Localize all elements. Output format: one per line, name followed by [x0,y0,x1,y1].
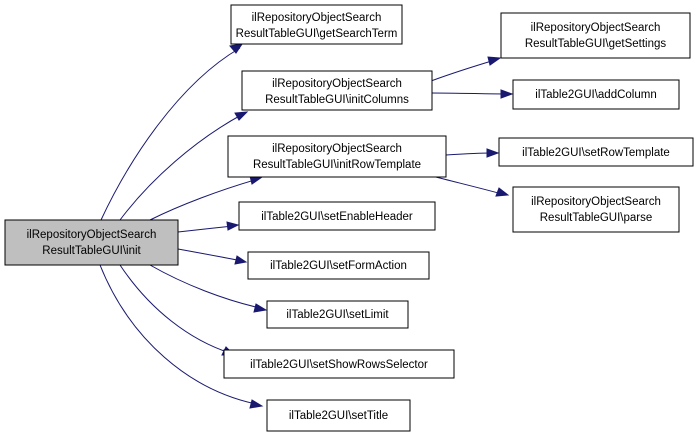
edge-init-row-template-to-set-row-template [445,148,500,158]
node-set-row-template-label: ilTable2GUI\setRowTemplate [522,147,670,159]
node-get-search-term-line1: ilRepositoryObjectSearch [252,12,382,24]
node-get-search-term[interactable]: ilRepositoryObjectSearch ResultTableGUI\… [230,4,403,45]
node-init-row-template[interactable]: ilRepositoryObjectSearch ResultTableGUI\… [227,135,447,178]
edge-init-row-template-to-parse [431,175,510,197]
edge-init-to-set-limit [149,264,268,313]
node-get-settings-line2: ResultTableGUI\getSettings [525,38,667,50]
edge-init-to-set-form-action [177,248,248,265]
edge-init-columns-to-get-settings [430,56,502,82]
node-set-title-label: ilTable2GUI\setTitle [289,410,388,422]
node-init-columns-line1: ilRepositoryObjectSearch [272,78,402,90]
node-parse-line1: ilRepositoryObjectSearch [531,196,661,208]
node-set-title[interactable]: ilTable2GUI\setTitle [266,399,411,432]
node-set-show-rows-selector-label: ilTable2GUI\setShowRowsSelector [250,359,428,371]
node-set-row-template[interactable]: ilTable2GUI\setRowTemplate [498,137,694,167]
node-init-columns[interactable]: ilRepositoryObjectSearch ResultTableGUI\… [241,70,433,111]
node-init-row-template-line2: ResultTableGUI\initRowTemplate [253,159,421,171]
edge-init-to-set-show-rows-selector [119,264,236,356]
node-set-show-rows-selector[interactable]: ilTable2GUI\setShowRowsSelector [223,349,455,379]
node-set-limit[interactable]: ilTable2GUI\setLimit [266,300,409,329]
root-node-box [4,219,179,266]
node-add-column[interactable]: ilTable2GUI\addColumn [512,79,680,110]
edge-init-columns-to-add-column [430,89,514,99]
node-add-column-label: ilTable2GUI\addColumn [535,89,656,101]
node-set-form-action[interactable]: ilTable2GUI\setFormAction [247,251,430,280]
edge-init-to-set-enable-header [177,221,240,233]
node-set-form-action-label: ilTable2GUI\setFormAction [270,260,407,272]
node-set-limit-label: ilTable2GUI\setLimit [286,309,389,321]
node-parse-line2: ResultTableGUI\parse [540,212,653,224]
node-get-settings-line1: ilRepositoryObjectSearch [531,22,661,34]
root-node-line2: ResultTableGUI\init [42,245,141,257]
node-get-search-term-line2: ResultTableGUI\getSearchTerm [236,28,398,40]
edge-init-to-init-row-template [149,175,264,221]
node-set-enable-header[interactable]: ilTable2GUI\setEnableHeader [238,201,436,231]
edge-init-to-init-columns [119,111,249,221]
node-get-settings[interactable]: ilRepositoryObjectSearch ResultTableGUI\… [500,12,691,59]
node-set-enable-header-label: ilTable2GUI\setEnableHeader [261,211,413,223]
node-init-columns-line2: ResultTableGUI\initColumns [265,94,409,106]
node-root-init: ilRepositoryObjectSearch ResultTableGUI\… [4,219,179,266]
node-parse[interactable]: ilRepositoryObjectSearch ResultTableGUI\… [512,186,680,233]
edge-init-to-set-title [99,264,264,409]
edge-init-to-get-search-term [100,43,244,221]
node-init-row-template-line1: ilRepositoryObjectSearch [272,143,402,155]
root-node-line1: ilRepositoryObjectSearch [27,229,157,241]
